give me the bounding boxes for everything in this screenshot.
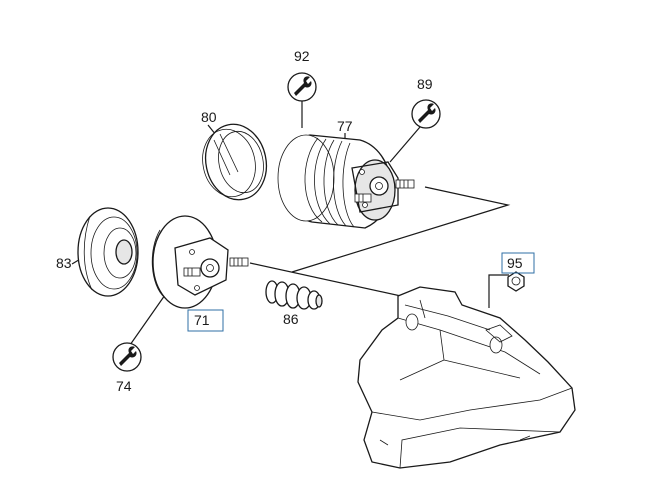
callout-highlight-boxes <box>187 252 535 332</box>
part-77-brake-cylinder[interactable] <box>277 134 415 229</box>
callout-77[interactable]: 77 <box>337 118 353 134</box>
wrench-icon[interactable] <box>112 342 142 372</box>
callout-83[interactable]: 83 <box>56 255 72 271</box>
callout-71-box <box>187 309 224 332</box>
callout-86[interactable]: 86 <box>283 311 299 327</box>
callout-95-box <box>501 252 535 274</box>
part-83-dust-cap[interactable] <box>77 207 139 297</box>
brake-caliper-housing[interactable] <box>357 286 576 469</box>
part-95-nut[interactable] <box>507 271 525 292</box>
leader-lines <box>71 101 511 346</box>
callout-89[interactable]: 89 <box>417 76 433 92</box>
callout-74[interactable]: 74 <box>116 378 132 394</box>
callout-92[interactable]: 92 <box>294 48 310 64</box>
part-86-bellows-boot[interactable] <box>265 280 323 310</box>
wrench-icon[interactable] <box>287 72 317 102</box>
part-80-dust-seal[interactable] <box>196 119 273 206</box>
callout-80[interactable]: 80 <box>201 109 217 125</box>
wrench-icon[interactable] <box>411 99 441 129</box>
callout-95[interactable]: 95 <box>507 255 523 271</box>
part-71-brake-cylinder[interactable] <box>151 215 249 309</box>
callout-71[interactable]: 71 <box>194 312 210 328</box>
